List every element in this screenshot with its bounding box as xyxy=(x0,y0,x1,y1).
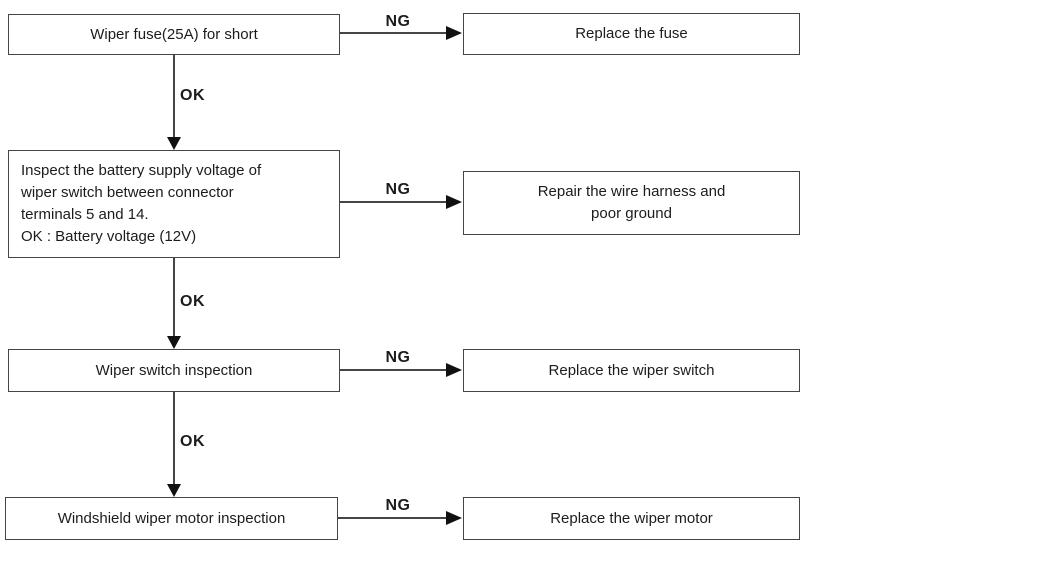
step-box-wiper-fuse: Wiper fuse(25A) for short xyxy=(8,14,340,55)
ng-label-2: NG xyxy=(385,181,411,198)
ok-connector-line-2 xyxy=(173,258,175,336)
ng-connector-line-3 xyxy=(340,369,448,371)
step-text-line: OK : Battery voltage (12V) xyxy=(21,228,197,245)
remedy-box-replace-wiper-switch: Replace the wiper switch xyxy=(463,349,800,392)
arrow-right-icon xyxy=(446,26,462,40)
arrow-down-icon xyxy=(167,484,181,497)
remedy-text: Replace the fuse xyxy=(575,25,688,42)
ng-label-4: NG xyxy=(385,497,411,514)
ok-label-2: OK xyxy=(180,293,205,310)
step-box-wiper-motor: Windshield wiper motor inspection xyxy=(5,497,338,540)
ok-label-3: OK xyxy=(180,433,205,450)
step-text: Wiper fuse(25A) for short xyxy=(90,25,258,43)
ng-label-1: NG xyxy=(385,13,411,30)
ng-connector-line-4 xyxy=(338,517,448,519)
arrow-down-icon xyxy=(167,137,181,150)
step-text: Windshield wiper motor inspection xyxy=(57,509,286,527)
arrow-down-icon xyxy=(167,336,181,349)
step-box-wiper-switch: Wiper switch inspection xyxy=(8,349,340,392)
ng-connector-line-1 xyxy=(340,32,448,34)
ng-label-3: NG xyxy=(385,349,411,366)
step-text-line: terminals 5 and 14. xyxy=(21,206,149,223)
arrow-right-icon xyxy=(446,195,462,209)
ok-connector-line-3 xyxy=(173,392,175,484)
ok-label-1: OK xyxy=(180,87,205,104)
remedy-text: Replace the wiper motor xyxy=(550,509,713,527)
step-text-line: Inspect the battery supply voltage of xyxy=(21,162,262,179)
remedy-text-line: Repair the wire harness and xyxy=(537,183,726,200)
remedy-box-replace-fuse: Replace the fuse xyxy=(463,13,800,55)
arrow-right-icon xyxy=(446,363,462,377)
remedy-text: Replace the wiper switch xyxy=(548,361,715,379)
ng-connector-line-2 xyxy=(340,201,448,203)
step-text-line: wiper switch between connector xyxy=(21,184,234,201)
remedy-box-replace-wiper-motor: Replace the wiper motor xyxy=(463,497,800,540)
remedy-box-repair-harness: Repair the wire harness and poor ground xyxy=(463,171,800,235)
step-text: Wiper switch inspection xyxy=(95,361,253,379)
arrow-right-icon xyxy=(446,511,462,525)
ok-connector-line-1 xyxy=(173,55,175,138)
remedy-text-line: poor ground xyxy=(591,205,672,222)
step-box-battery-voltage: Inspect the battery supply voltage of wi… xyxy=(8,150,340,258)
